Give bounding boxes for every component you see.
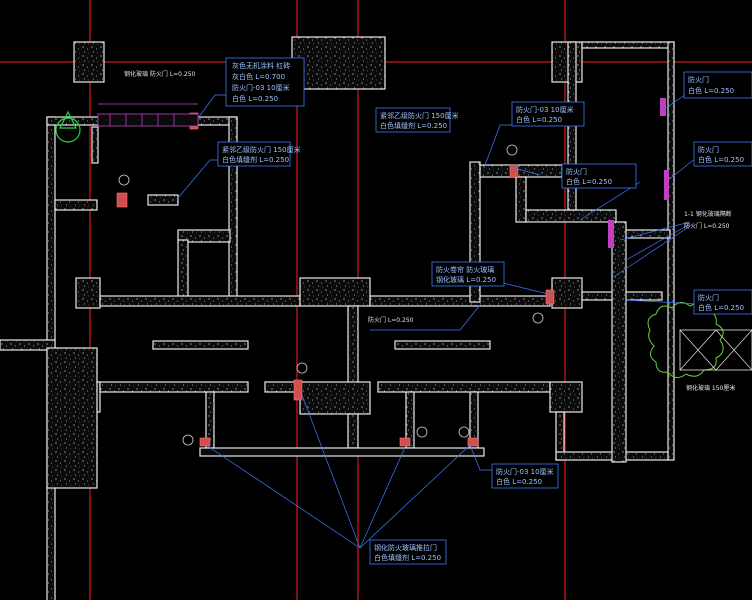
label-text: 白色 L=0.250: [516, 115, 562, 124]
label-bottom-center[interactable]: 钢化防火玻璃推拉门 白色填缝剂 L=0.250: [369, 539, 447, 565]
label-text: 紧邻乙级防火门 150厘米: [380, 111, 459, 120]
label-mid-right[interactable]: 防火门 白色 L=0.250: [561, 163, 637, 189]
label-text: 防火门-03 10厘米: [516, 105, 574, 114]
label-center-top[interactable]: 紧邻乙级防火门 150厘米 白色填缝剂 L=0.250: [375, 107, 459, 133]
label-text: 白色 L=0.250: [496, 477, 542, 486]
label-text: 钢化玻璃 L=0.250: [436, 275, 496, 284]
label-bottom-right[interactable]: 防火门-03 10厘米 白色 L=0.250: [491, 463, 559, 489]
label-text: 白色 L=0.250: [698, 155, 744, 164]
small-annotations: 钢化玻璃 防火门 L=0.250 防火门 L=0.250 1-1 钢化玻璃隔断 …: [124, 70, 735, 392]
note-text: 防火门 L=0.250: [368, 316, 414, 324]
label-text: 灰色无机涂料 红砖: [232, 61, 290, 70]
annotation-leaders: [177, 93, 697, 549]
north-arrow-icon: [55, 110, 81, 143]
label-text: 白色填缝剂 L=0.250: [380, 121, 447, 130]
label-text: 防火门: [698, 293, 719, 302]
label-text: 紧邻乙级防火门 150厘米: [222, 145, 301, 154]
label-text: 防火门: [688, 75, 709, 84]
label-top-center[interactable]: 灰色无机涂料 红砖 灰白色 L=0.700 防火门-03 10厘米 白色 L=0…: [225, 57, 305, 107]
label-far-right-3[interactable]: 防火门 白色 L=0.250: [693, 289, 752, 315]
door-openings: [116, 98, 669, 447]
label-far-right-2[interactable]: 防火门 白色 L=0.250: [693, 141, 752, 167]
label-center-right[interactable]: 防火门-03 10厘米 白色 L=0.250: [511, 101, 585, 127]
label-text: 白色 L=0.250: [566, 177, 612, 186]
section-markers: [118, 144, 544, 446]
label-text: 防火卷帘 防火玻璃: [436, 265, 494, 274]
label-text: 白色填缝剂 L=0.250: [374, 553, 441, 562]
landscape-planting: [647, 302, 752, 378]
label-text: 防火门: [566, 167, 587, 176]
label-text: 白色 L=0.250: [698, 303, 744, 312]
dimension-ribbon: [97, 103, 199, 127]
label-text: 防火门-03 10厘米: [232, 83, 290, 92]
label-text: 防火门: [698, 145, 719, 154]
label-center-mid[interactable]: 防火卷帘 防火玻璃 钢化玻璃 L=0.250: [431, 261, 505, 287]
label-text: 防火门-03 10厘米: [496, 467, 554, 476]
label-text: 白色填缝剂 L=0.250: [222, 155, 289, 164]
note-text: 防火门 L=0.250: [684, 222, 730, 230]
label-left-mid[interactable]: 紧邻乙级防火门 150厘米 白色填缝剂 L=0.250: [217, 141, 301, 167]
label-text: 灰白色 L=0.700: [232, 72, 285, 81]
label-text: 白色 L=0.250: [232, 94, 278, 103]
label-far-right-1[interactable]: 防火门 白色 L=0.250: [683, 71, 752, 99]
note-text: 1-1 钢化玻璃隔断: [684, 210, 732, 218]
label-text: 钢化防火玻璃推拉门: [374, 543, 437, 552]
label-text: 白色 L=0.250: [688, 86, 734, 95]
note-text: 钢化玻璃 150厘米: [686, 384, 735, 392]
note-text: 钢化玻璃 防火门 L=0.250: [124, 70, 196, 78]
